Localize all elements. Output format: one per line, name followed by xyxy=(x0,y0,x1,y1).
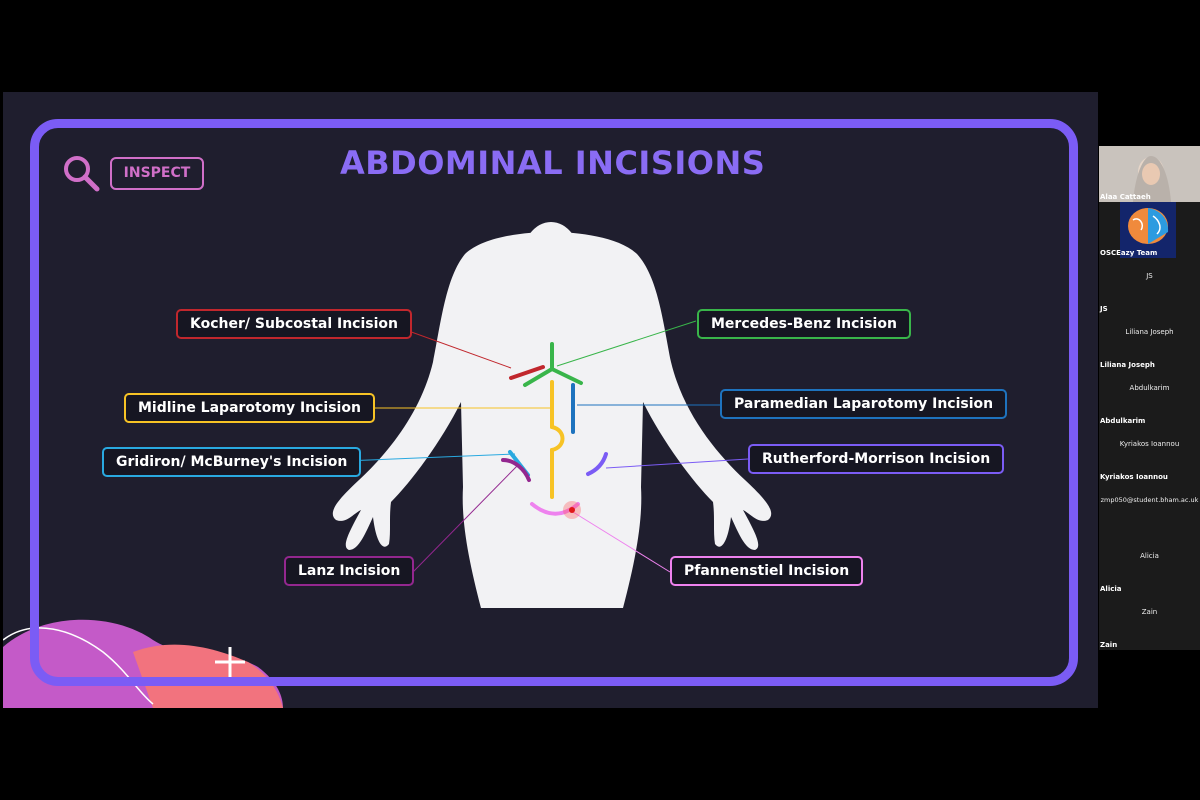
label-midline-laparotomy-incision: Midline Laparotomy Incision xyxy=(124,393,375,423)
participant-name: OSCEazy Team xyxy=(1100,249,1158,257)
inspect-badge: INSPECT xyxy=(110,157,204,190)
participant-tile[interactable]: zmp050@student.bham.ac.uk xyxy=(1099,482,1200,538)
brain-logo-icon xyxy=(1120,202,1176,258)
participant-tile[interactable]: Alaa Cattaeh xyxy=(1099,146,1200,202)
body-diagram xyxy=(332,222,772,608)
participant-video xyxy=(1099,146,1200,202)
participant-tile[interactable]: Abdulkarim Abdulkarim xyxy=(1099,370,1200,426)
participant-name: Alicia xyxy=(1100,585,1122,593)
participant-name: Abdulkarim xyxy=(1100,417,1146,425)
participant-tile[interactable]: JS JS xyxy=(1099,258,1200,314)
participant-name: JS xyxy=(1100,305,1108,313)
participant-tile[interactable]: Zain Zain xyxy=(1099,594,1200,650)
label-paramedian-laparotomy-incision: Paramedian Laparotomy Incision xyxy=(720,389,1008,419)
participant-center-name: Abdulkarim xyxy=(1129,384,1170,392)
participant-name: Zain xyxy=(1100,641,1118,649)
participant-center-name: Liliana Joseph xyxy=(1125,328,1174,336)
participant-tile[interactable]: Alicia Alicia xyxy=(1099,538,1200,594)
label-rutherford-morrison-incision: Rutherford-Morrison Incision xyxy=(748,444,1005,474)
slide-title: ABDOMINAL INCISIONS xyxy=(340,144,766,182)
participant-center-name: Alicia xyxy=(1140,552,1159,560)
participant-center-name: JS xyxy=(1146,272,1153,280)
participant-center-name: Zain xyxy=(1141,608,1158,616)
participant-tile[interactable]: Kyriakos Ioannou Kyriakos Ioannou xyxy=(1099,426,1200,482)
participant-tile[interactable]: OSCEazy Team xyxy=(1099,202,1200,258)
label-kocher-incision: Kocher/ Subcostal Incision xyxy=(176,309,412,339)
label-mercedes-benz-incision: Mercedes-Benz Incision xyxy=(697,309,911,339)
slide-frame xyxy=(30,119,1078,686)
participant-name: Alaa Cattaeh xyxy=(1100,193,1151,201)
participant-center-name: Kyriakos Ioannou xyxy=(1119,440,1180,448)
label-pfannenstiel-incision: Pfannenstiel Incision xyxy=(670,556,864,586)
label-lanz-incision: Lanz Incision xyxy=(284,556,415,586)
participant-gallery: Alaa Cattaeh OSCEazy Team JS JS Liliana … xyxy=(1099,146,1200,652)
participant-name: Liliana Joseph xyxy=(1100,361,1155,369)
participant-name: Kyriakos Ioannou xyxy=(1100,473,1168,481)
label-gridiron-mcburney-incision: Gridiron/ McBurney's Incision xyxy=(102,447,362,477)
search-icon xyxy=(60,152,102,198)
plus-icon xyxy=(215,647,245,677)
participant-center-name: zmp050@student.bham.ac.uk xyxy=(1100,496,1199,504)
presentation-slide: INSPECT ABDOMINAL INCISIONS xyxy=(3,92,1098,708)
participant-tile[interactable]: Liliana Joseph Liliana Joseph xyxy=(1099,314,1200,370)
